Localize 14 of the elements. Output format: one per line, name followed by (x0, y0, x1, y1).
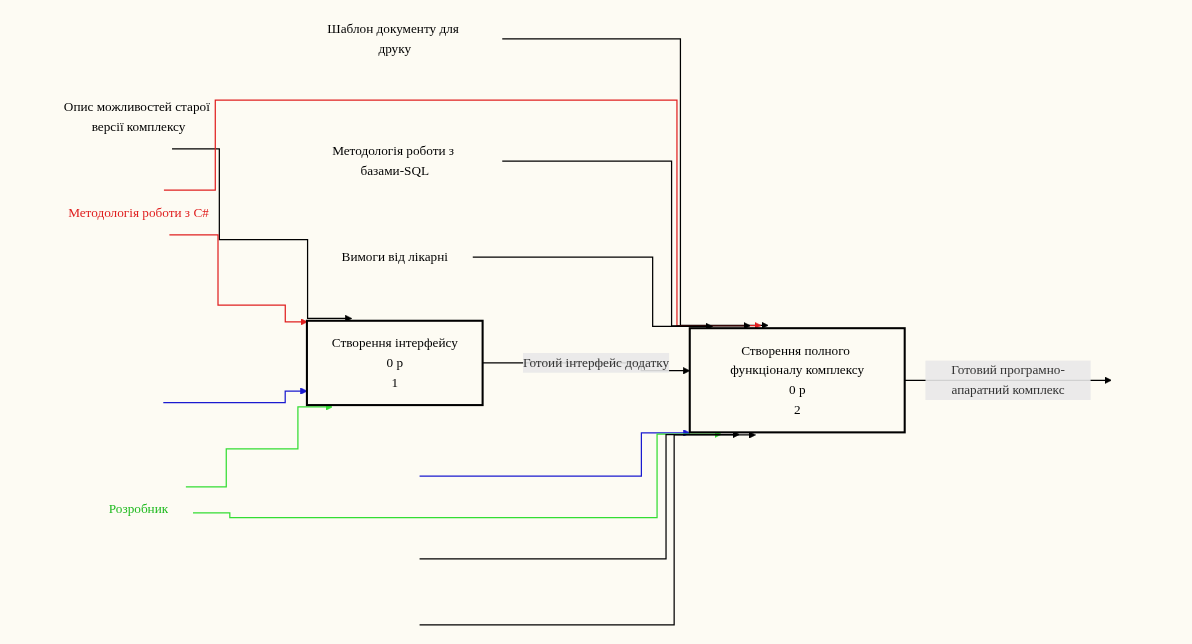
arrow (418, 429, 691, 477)
input-label: Методологія роботи з базами-SQL (332, 143, 455, 178)
arrow (501, 38, 769, 329)
input-label: Методологія роботи з C# (68, 205, 209, 220)
input-label: Вимоги від лікарні (341, 249, 448, 264)
process-box: Створення полного функціоналу комплексу 0 р 2 (688, 327, 906, 434)
arrow (192, 430, 722, 519)
input-label: Опис можливостей старої версії комплексу (63, 99, 210, 134)
input-label: Шаблон документу для друку (327, 21, 459, 56)
process-box: Створення інтерфейсу 0 р 1 (305, 319, 484, 407)
input-label: Розробник (108, 501, 169, 516)
edge-label: Готоий інтерфейс додатку (522, 355, 670, 370)
arrow (185, 403, 333, 488)
edge-label: Готовий програмно-апаратний комплекс (951, 362, 1065, 397)
